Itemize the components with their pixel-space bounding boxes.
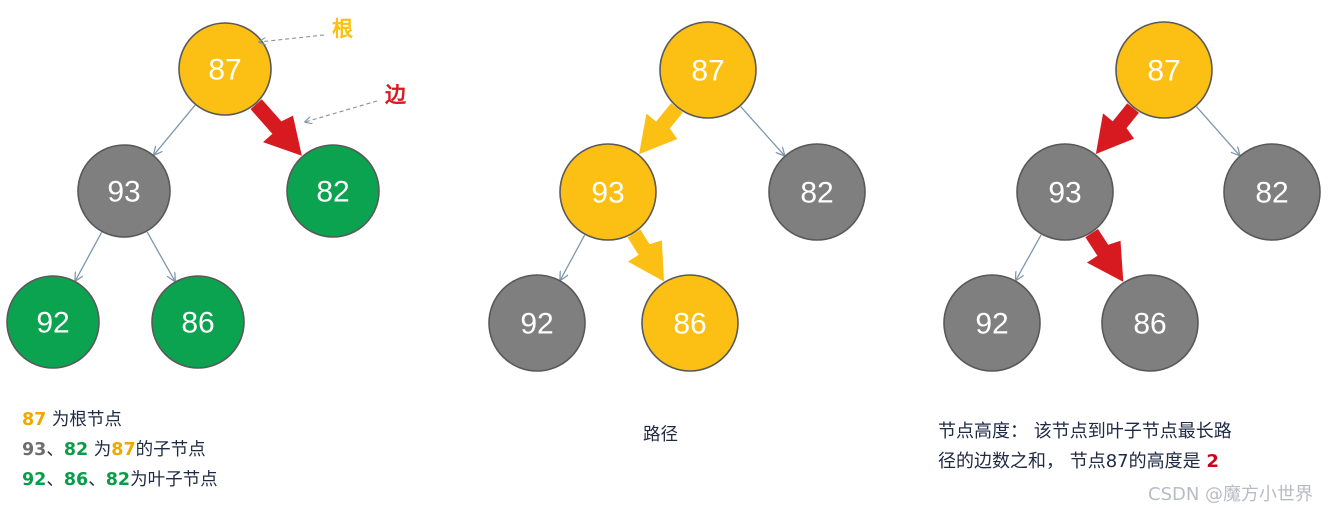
tree-node-label: 92 xyxy=(975,308,1008,341)
caption-segment: 径的边数之和， 节点87的高度是 xyxy=(938,451,1207,472)
tree-edge-highlight-red xyxy=(1095,103,1139,154)
panel-root-edge-edges xyxy=(75,99,302,281)
tree-node-86[interactable]: 86 xyxy=(151,275,245,369)
tree-node-label: 86 xyxy=(181,307,214,340)
panel-height-edges xyxy=(1016,103,1240,282)
tree-node-label: 82 xyxy=(1255,177,1288,210)
tree-node-label: 93 xyxy=(107,176,140,209)
annot-root-label: 根 xyxy=(332,17,353,41)
csdn-watermark: CSDN @魔方小世界 xyxy=(1148,484,1314,505)
caption-segment: 为 xyxy=(88,440,112,460)
tree-node-86[interactable]: 86 xyxy=(641,274,739,372)
caption-segment: 为根节点 xyxy=(46,410,122,430)
tree-node-label: 82 xyxy=(316,176,349,209)
tree-node-label: 87 xyxy=(1147,55,1180,88)
tree-edge-highlight-red xyxy=(1085,229,1124,282)
tree-edge-thin xyxy=(75,232,103,280)
tree-node-label: 93 xyxy=(591,177,624,210)
caption-node-height: 节点高度： 该节点到叶子节点最长路径的边数之和， 节点87的高度是 2 xyxy=(938,417,1232,477)
tree-node-82[interactable]: 82 xyxy=(1223,143,1321,241)
tree-node-92[interactable]: 92 xyxy=(6,275,100,369)
tree-node-label: 86 xyxy=(673,308,706,341)
tree-node-93[interactable]: 93 xyxy=(559,143,657,241)
tree-node-label: 93 xyxy=(1048,177,1081,210)
caption-segment: 节点高度： 该节点到叶子节点最长路 xyxy=(938,421,1232,442)
tree-node-87[interactable]: 87 xyxy=(178,22,272,116)
caption-segment: 的子节点 xyxy=(135,440,206,460)
caption-line: 92、86、82为叶子节点 xyxy=(22,465,218,495)
panel-height-nodes: 87 93 82 92 86 xyxy=(943,21,1321,372)
tree-node-label: 86 xyxy=(1133,308,1166,341)
tree-node-87[interactable]: 87 xyxy=(659,21,757,119)
tree-node-87[interactable]: 87 xyxy=(1115,21,1213,119)
panel-root-edge-annotations: 根边 xyxy=(259,17,407,122)
tree-node-82[interactable]: 82 xyxy=(286,144,380,238)
tree-edge-thin xyxy=(146,231,175,281)
tree-node-82[interactable]: 82 xyxy=(768,143,866,241)
caption-line: 93、82 为87的子节点 xyxy=(22,435,218,465)
caption-segment: 、 xyxy=(88,470,106,490)
caption-segment: 路径 xyxy=(643,425,678,445)
panel-path-edges xyxy=(560,103,784,281)
tree-edge-thin xyxy=(560,234,586,280)
tree-node-label: 92 xyxy=(520,308,553,341)
caption-line: 路径 xyxy=(643,421,678,446)
panel-root-edge-nodes: 87 93 82 92 86 xyxy=(6,22,380,369)
caption-segment: 82 xyxy=(63,440,89,460)
caption-segment: 为叶子节点 xyxy=(130,470,218,490)
tree-edge-highlight-amber xyxy=(627,229,665,282)
caption-line: 径的边数之和， 节点87的高度是 2 xyxy=(938,447,1232,477)
tree-edge-thin xyxy=(1016,234,1042,280)
annot-edge-leader-line xyxy=(305,100,378,122)
tree-node-92[interactable]: 92 xyxy=(943,274,1041,372)
tree-edge-highlight-red xyxy=(250,99,302,156)
caption-segment: 、 xyxy=(46,440,64,460)
caption-segment: 86 xyxy=(63,470,89,490)
caption-segment: 2 xyxy=(1206,451,1219,472)
annot-root-leader-line xyxy=(259,34,325,42)
annot-edge-label: 边 xyxy=(385,83,407,107)
tree-node-label: 92 xyxy=(36,307,69,340)
tree-node-label: 87 xyxy=(691,55,724,88)
caption-line: 节点高度： 该节点到叶子节点最长路 xyxy=(938,417,1232,447)
tree-node-label: 87 xyxy=(208,54,241,87)
caption-segment: 92 xyxy=(22,470,47,490)
tree-node-92[interactable]: 92 xyxy=(488,274,586,372)
tree-node-label: 82 xyxy=(800,177,833,210)
caption-segment: 87 xyxy=(111,440,136,460)
caption-segment: 93 xyxy=(22,440,47,460)
tree-edge-thin xyxy=(740,106,785,156)
caption-path: 路径 xyxy=(643,421,678,446)
tree-node-93[interactable]: 93 xyxy=(77,144,171,238)
caption-line: 87 为根节点 xyxy=(22,405,218,435)
caption-segment: 、 xyxy=(46,470,64,490)
caption-segment: 87 xyxy=(22,410,47,430)
tree-edge-highlight-amber xyxy=(639,103,683,155)
tree-node-93[interactable]: 93 xyxy=(1016,143,1114,241)
tree-node-86[interactable]: 86 xyxy=(1101,274,1199,372)
tree-edge-thin xyxy=(1195,106,1239,156)
tree-edge-thin xyxy=(154,104,196,155)
panel-path-nodes: 87 93 82 92 86 xyxy=(488,21,866,372)
caption-segment: 82 xyxy=(105,470,131,490)
